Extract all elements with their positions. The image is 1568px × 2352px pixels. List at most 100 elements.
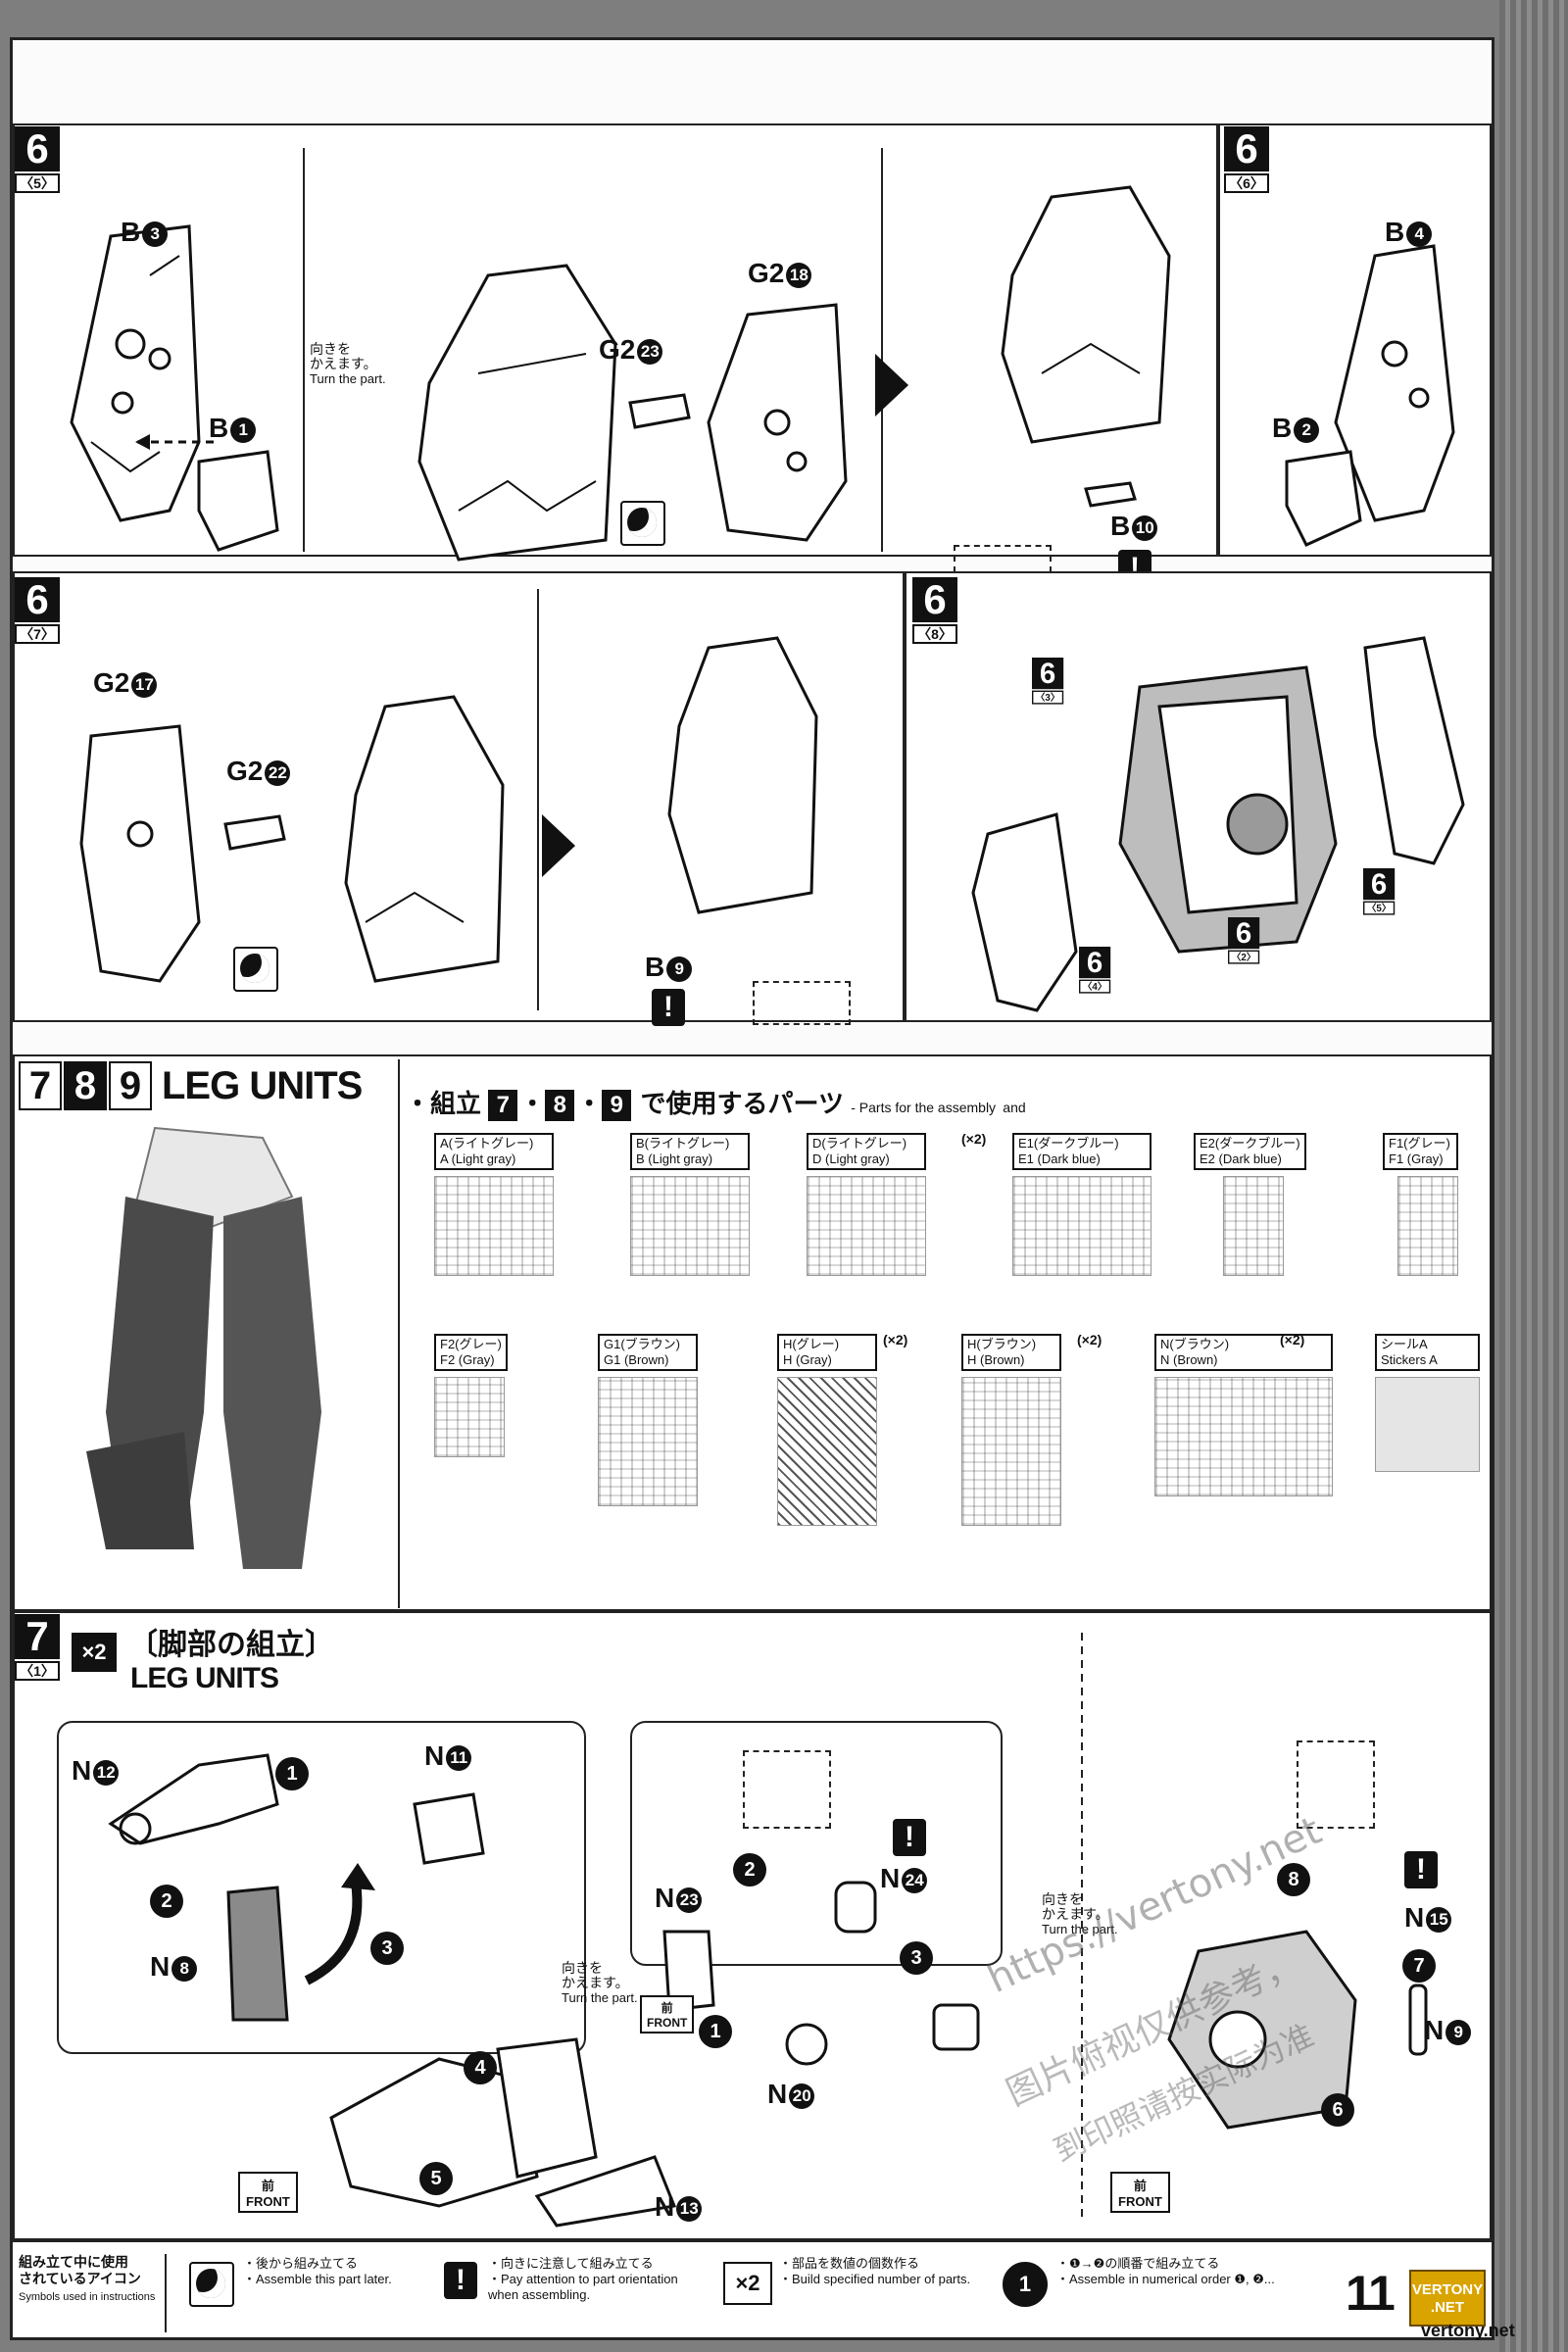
runner-quantity: (×2) <box>883 1332 908 1348</box>
part-code: G2 <box>599 334 636 365</box>
part-drawing-b4 <box>1334 244 1455 522</box>
multiplier-badge: ×2 <box>72 1633 117 1672</box>
runner-name-jp: D(ライトグレー) <box>812 1136 907 1151</box>
front-label-en: FRONT <box>647 2016 688 2030</box>
runner-e2: E2(ダークブルー)E2 (Dark blue) <box>1194 1133 1306 1276</box>
legend-item: ・部品を数値の個数作る・Build specified number of pa… <box>779 2256 971 2286</box>
part-code: B <box>121 217 141 247</box>
runner-name-jp: F1(グレー) <box>1389 1136 1450 1151</box>
part-number: 11 <box>446 1744 472 1771</box>
orientation-warning-icon: ! <box>1404 1851 1438 1888</box>
assembly-arrow <box>135 434 214 450</box>
runner-name-jp: B(ライトグレー) <box>636 1136 730 1151</box>
part-drawing-g2-small <box>628 393 691 429</box>
orientation-warning-icon: ! <box>893 1819 926 1856</box>
part-drawing-shell <box>417 264 617 562</box>
step-sub: 〈7〉 <box>15 624 60 644</box>
divider <box>881 148 883 552</box>
part-drawing-g2-22 <box>223 814 286 851</box>
part-drawing-n8 <box>226 1886 289 2022</box>
legend-heading-en: Symbols used in instructions <box>19 2291 156 2303</box>
assembly-digit: 8 <box>545 1090 575 1121</box>
part-number: 18 <box>786 262 812 288</box>
part-code: B <box>1385 217 1405 247</box>
part-code: N <box>767 2079 788 2109</box>
assemble-later-icon <box>233 947 278 992</box>
runner-g1: G1(ブラウン)G1 (Brown) <box>598 1334 698 1506</box>
runner-name-en: H (Gray) <box>783 1352 832 1367</box>
front-label-jp: 前 <box>1133 2179 1147 2193</box>
part-code: N <box>150 1951 171 1982</box>
step-order-icon: 5 <box>419 2162 453 2195</box>
part-number: 15 <box>1426 1906 1452 1933</box>
parts-heading-mid: で使用するパーツ <box>640 1089 844 1118</box>
part-code: N <box>1424 2015 1445 2045</box>
part-code: N <box>880 1863 901 1893</box>
runner-name-en: H (Brown) <box>967 1352 1025 1367</box>
parts-heading: ・組立 7・8・9 で使用するパーツ - Parts for the assem… <box>405 1084 1026 1121</box>
legend-jp: 後から組み立てる <box>256 2256 359 2271</box>
runner-name-en: B (Light gray) <box>636 1152 713 1166</box>
assemble-later-icon <box>189 2262 234 2307</box>
legend-en: Assemble this part later. <box>256 2272 392 2286</box>
runner-illustration <box>1397 1176 1458 1276</box>
part-number: 17 <box>131 671 158 698</box>
part-code: B <box>209 413 229 443</box>
ref-number: 6 <box>1228 917 1260 950</box>
runner-illustration <box>807 1176 926 1276</box>
step-title-jp: 〔脚部の組立〕 <box>128 1629 334 1661</box>
part-code: G2 <box>93 667 130 698</box>
part-drawing-n9 <box>1408 1984 1428 2056</box>
runner-illustration <box>1012 1176 1152 1276</box>
runner-illustration <box>1375 1377 1480 1472</box>
ref-sub: 〈2〉 <box>1228 950 1260 964</box>
page-number: 11 <box>1346 2266 1396 2321</box>
runner-quantity: (×2) <box>961 1131 987 1147</box>
ref-sub: 〈4〉 <box>1079 979 1111 994</box>
step-order-icon: 3 <box>900 1941 933 1975</box>
part-drawing-n11 <box>413 1792 485 1865</box>
vertony-logo: VERTONY.NET <box>1409 2270 1486 2327</box>
part-drawing-n24 <box>834 1881 877 1934</box>
ref-badge: 6 〈5〉 <box>1363 868 1396 915</box>
ref-sub: 〈5〉 <box>1363 901 1396 915</box>
rotate-arrow <box>304 1863 375 1985</box>
step-number: 6 <box>15 126 60 172</box>
part-drawing-shell-assembled <box>1001 185 1171 444</box>
step-number: 6 <box>1224 126 1269 172</box>
runner-name-jp: G1(ブラウン) <box>604 1337 681 1351</box>
step-order-icon: 2 <box>150 1885 183 1918</box>
runner-name-en: D (Light gray) <box>812 1152 890 1166</box>
legend-heading-jp: 組み立て中に使用 されているアイコン <box>19 2254 141 2286</box>
runner-quantity: (×2) <box>1280 1332 1305 1348</box>
part-code: B <box>1110 511 1131 541</box>
logo-line: .NET <box>1430 2299 1465 2316</box>
ref-sub: 〈3〉 <box>1032 690 1064 705</box>
part-number: 4 <box>1406 220 1433 247</box>
step-number: 6 <box>912 577 957 622</box>
step-order-icon: 3 <box>370 1932 404 1965</box>
title-digit: 9 <box>109 1061 152 1110</box>
ref-badge: 6 〈4〉 <box>1079 947 1111 994</box>
step-title-en: LEG UNITS <box>130 1662 279 1694</box>
legend-jp: 向きに注意して組み立てる <box>501 2256 654 2271</box>
runner-f1: F1(グレー)F1 (Gray) <box>1383 1133 1458 1276</box>
orientation-warning-icon: ! <box>652 989 685 1026</box>
part-drawing-b2 <box>1285 450 1362 547</box>
runner-h-gray: H(グレー)H (Gray) (×2) <box>777 1332 907 1526</box>
runner-illustration <box>630 1176 750 1276</box>
legend-en: Build specified number of parts. <box>792 2272 971 2286</box>
